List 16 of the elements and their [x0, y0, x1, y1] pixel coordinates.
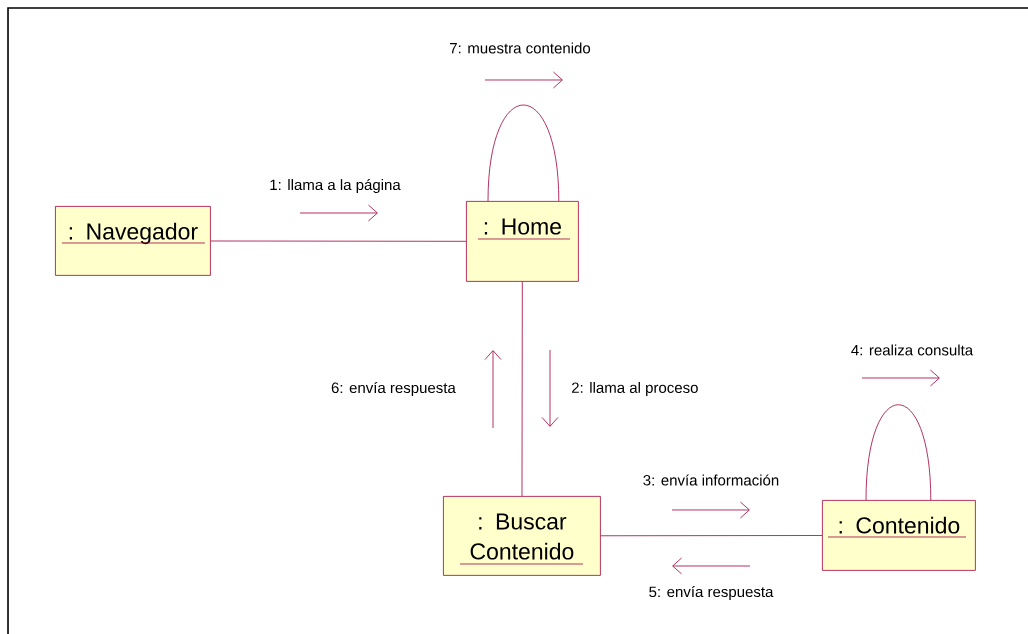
link-line — [521, 281, 523, 497]
link-line — [865, 404, 932, 501]
link-line — [487, 104, 560, 202]
link-line — [210, 240, 467, 242]
link-line — [600, 535, 823, 537]
message-label: 5: envía respuesta — [649, 585, 774, 601]
object-box: : Buscar Contenido — [443, 496, 601, 576]
message-label: 2: llama al proceso — [571, 382, 698, 396]
message-label: 6: envía respuesta — [331, 381, 456, 397]
object-box: : Home — [466, 201, 579, 282]
object-box: : Navegador — [55, 206, 211, 276]
message-label: 1: llama a la página — [270, 178, 401, 194]
object-box: : Contenido — [822, 500, 976, 571]
message-label: 4: realiza consulta — [851, 344, 974, 356]
message-label: 7: muestra contenido — [450, 42, 591, 54]
message-label: 3: envía información — [643, 474, 779, 486]
